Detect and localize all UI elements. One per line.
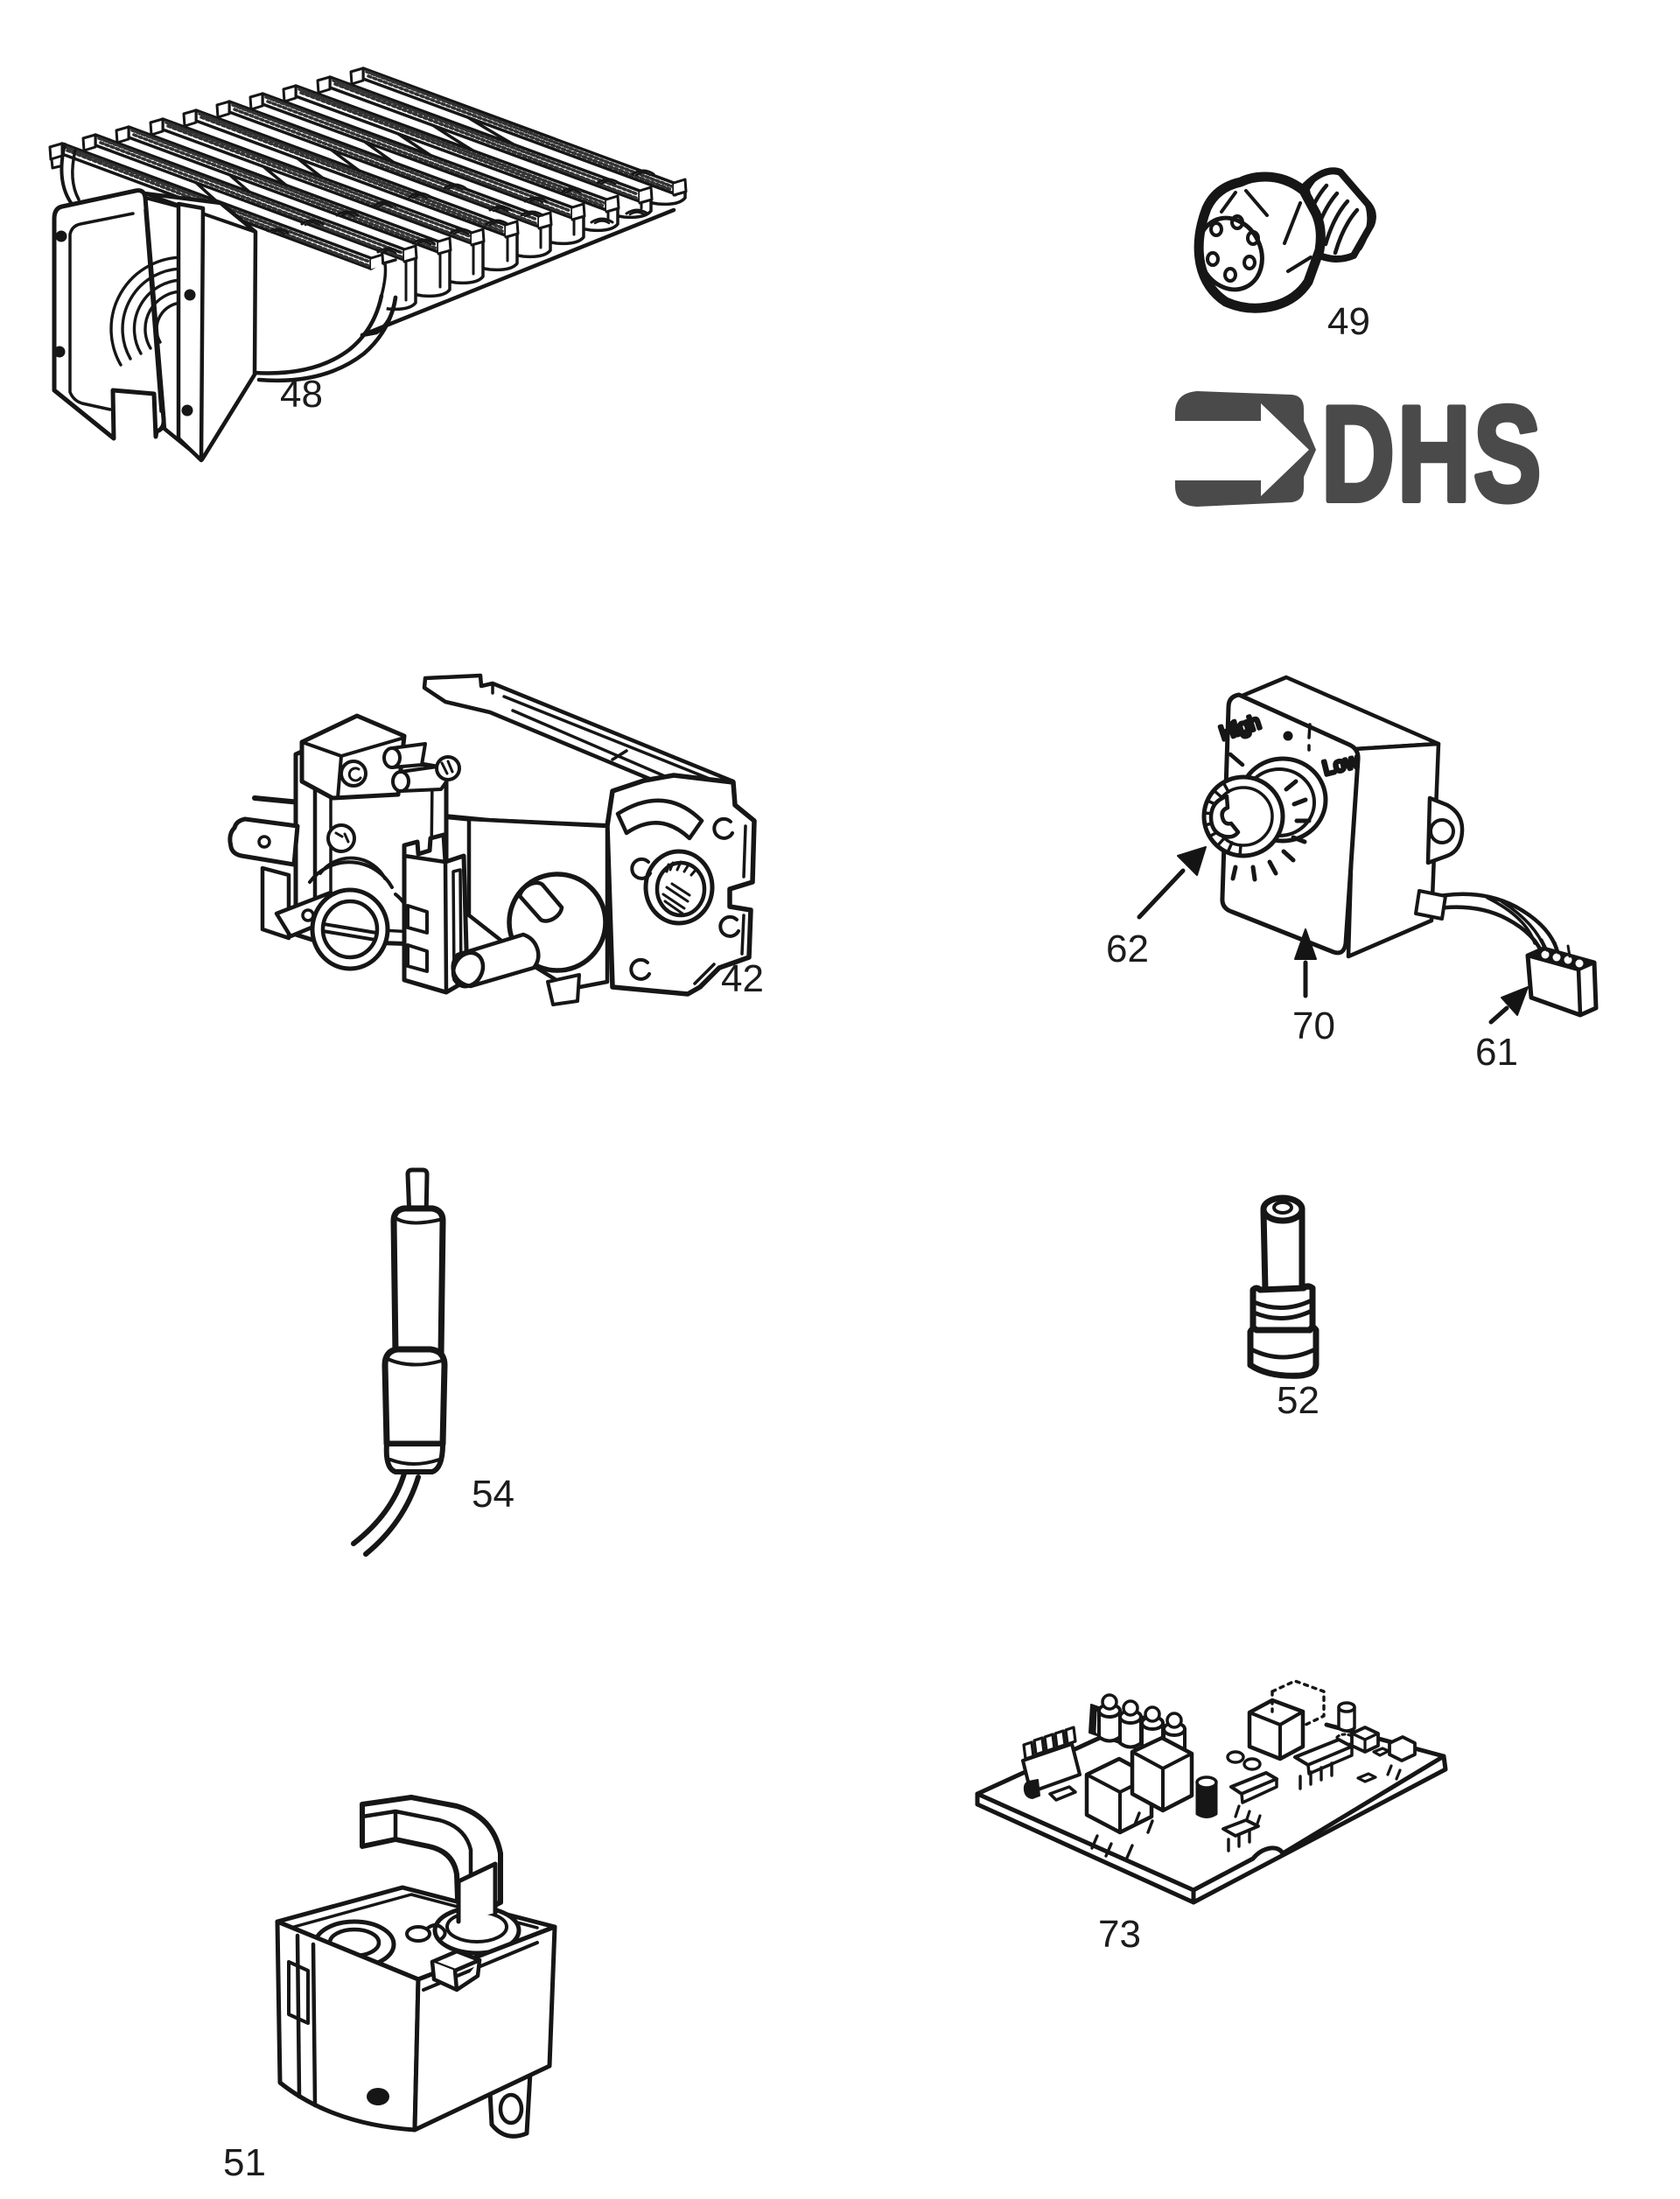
svg-text:DHS: DHS (1321, 379, 1544, 530)
svg-text:61: 61 (1475, 1031, 1518, 1074)
svg-text:42: 42 (721, 957, 764, 1000)
svg-text:62: 62 (1106, 928, 1149, 970)
svg-text:73: 73 (1098, 1913, 1141, 1956)
svg-text:52: 52 (1277, 1379, 1320, 1422)
svg-text:51: 51 (223, 2141, 266, 2184)
svg-text:70: 70 (1292, 1005, 1335, 1047)
svg-text:48: 48 (280, 373, 323, 416)
svg-text:49: 49 (1327, 300, 1370, 343)
svg-text:54: 54 (472, 1473, 514, 1516)
